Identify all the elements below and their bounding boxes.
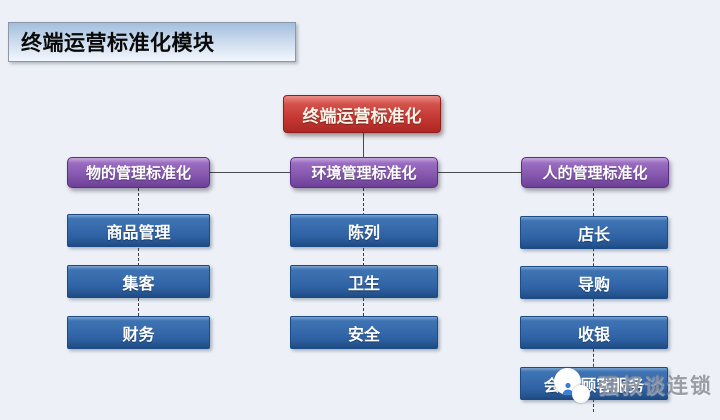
leaf-node-store-manager: 店长 xyxy=(520,216,668,249)
root-node: 终端运营标准化 xyxy=(283,95,441,133)
person-icon xyxy=(562,382,573,395)
page-title: 终端运营标准化模块 xyxy=(8,22,296,62)
leaf-node-display: 陈列 xyxy=(290,214,438,247)
leaf-node-hygiene: 卫生 xyxy=(290,265,438,298)
connector-branch-left xyxy=(210,172,290,173)
connector-column-goods xyxy=(138,188,139,336)
branch-node-environment: 环境管理标准化 xyxy=(290,157,438,188)
leaf-node-finance: 财务 xyxy=(67,316,210,349)
leaf-node-safety: 安全 xyxy=(290,316,438,349)
connector-root-to-branch xyxy=(363,133,364,157)
leaf-node-cashier: 收银 xyxy=(520,316,668,349)
connector-branch-right xyxy=(438,172,521,173)
leaf-node-customer-gathering: 集客 xyxy=(67,265,210,298)
leaf-node-shopping-guide: 导购 xyxy=(520,266,668,299)
connector-column-people xyxy=(593,188,594,412)
branch-node-people: 人的管理标准化 xyxy=(521,157,669,188)
watermark: 强叔谈连锁 xyxy=(552,366,713,404)
branch-node-goods: 物的管理标准化 xyxy=(67,157,210,188)
chat-bubbles-icon xyxy=(552,366,598,404)
leaf-node-merchandise: 商品管理 xyxy=(67,214,210,247)
watermark-text: 强叔谈连锁 xyxy=(598,375,713,398)
connector-column-environment xyxy=(363,188,364,336)
